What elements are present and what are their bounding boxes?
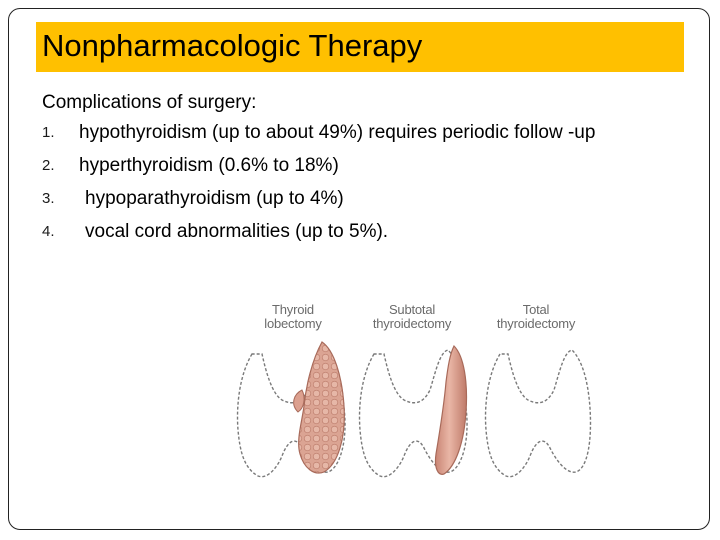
thyroid-diagram-svg [236,341,592,478]
complications-list: 1. hypothyroidism (up to about 49%) requ… [42,121,702,244]
thyroid-outline-total [484,349,592,478]
list-item: 3. hypoparathyroidism (up to 4%) [42,187,702,211]
title-bar: Nonpharmacologic Therapy [36,22,684,72]
slide-title: Nonpharmacologic Therapy [42,28,423,63]
list-item: 4. vocal cord abnormalities (up to 5%). [42,220,702,244]
list-number: 1. [42,124,55,141]
intro-text: Complications of surgery: [42,92,257,113]
thyroid-outline-subtotal [358,349,468,478]
list-text: hyperthyroidism (0.6% to 18%) [79,155,339,176]
list-text: hypoparathyroidism (up to 4%) [85,188,344,209]
list-number: 2. [42,157,55,174]
list-text: vocal cord abnormalities (up to 5%). [85,221,389,242]
remaining-lobe [298,341,345,474]
list-text: hypothyroidism (up to about 49%) require… [79,122,596,143]
list-number: 3. [42,190,55,207]
remaining-sliver [434,344,468,475]
list-number: 4. [42,223,55,240]
isthmus-remnant [293,389,305,413]
list-item: 1. hypothyroidism (up to about 49%) requ… [42,121,702,145]
list-item: 2. hyperthyroidism (0.6% to 18%) [42,154,702,178]
slide-frame [8,8,710,530]
